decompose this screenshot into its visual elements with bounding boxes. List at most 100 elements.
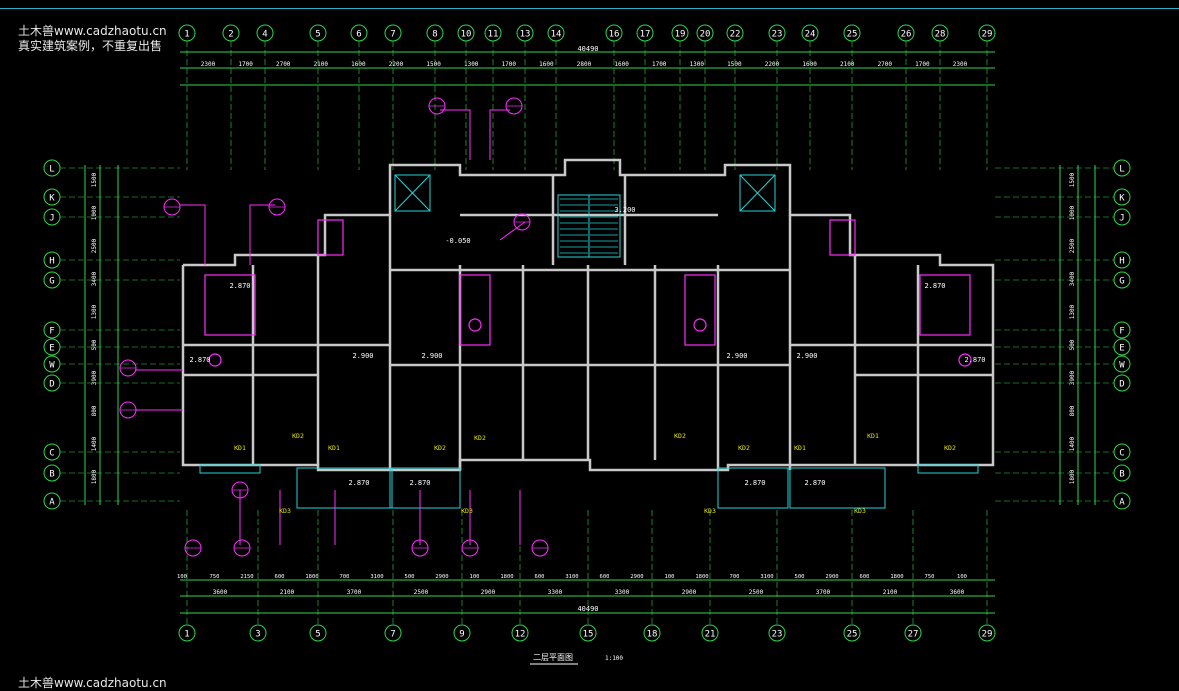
axis-label: D (1119, 380, 1124, 390)
elevation-mark: 3.200 (614, 206, 635, 214)
axis-label: 7 (390, 30, 395, 40)
dimension-value: 800 (91, 405, 98, 416)
elevation-mark: 2.870 (409, 479, 430, 487)
dimension-value: 3700 (347, 589, 362, 596)
axis-label: H (49, 257, 54, 267)
axis-label: C (49, 449, 54, 459)
axis-label: 24 (805, 30, 816, 40)
dimension-value: 2100 (883, 589, 898, 596)
central-stair (557, 194, 621, 258)
axis-label: 15 (583, 630, 594, 640)
dimension-value: 3400 (1069, 271, 1076, 286)
axis-label: G (1119, 277, 1124, 287)
dimension-value: 1500 (91, 172, 98, 187)
axis-label: 27 (908, 630, 919, 640)
dimension-value: 2500 (91, 238, 98, 253)
axis-label: B (1119, 470, 1124, 480)
window-tag: KD2 (738, 444, 750, 452)
window-tag: KD1 (234, 444, 246, 452)
dimension-value: 1000 (91, 205, 98, 220)
dimension-value: 1300 (464, 61, 479, 68)
dimension-value: 3900 (91, 370, 98, 385)
axis-label: 18 (647, 630, 658, 640)
dimension-value: 1700 (238, 61, 253, 68)
dimension-value: 1300 (1069, 304, 1076, 319)
window-tag: KD1 (867, 432, 879, 440)
right-dimension-chain (1059, 165, 1096, 505)
axis-label: 9 (459, 630, 464, 640)
window-tag: KD2 (474, 434, 486, 442)
axis-label: F (1119, 327, 1124, 337)
dimension-value: 1800 (91, 469, 98, 484)
dimension-value: 1400 (91, 436, 98, 451)
dimension-value: 2300 (201, 61, 216, 68)
axis-bubble (384, 624, 402, 642)
watermark-bottom: 土木兽www.cadzhaotu.cn (18, 676, 167, 690)
dimension-value: 1300 (91, 304, 98, 319)
dimension-value: 100 (957, 574, 967, 580)
dimension-value: 1800 (890, 574, 903, 580)
axis-label: 3 (255, 630, 260, 640)
axis-label: 14 (551, 30, 562, 40)
dimension-value: 1300 (690, 61, 705, 68)
axis-label: 21 (705, 630, 716, 640)
dimension-value: 2900 (630, 574, 643, 580)
dimension-value: 1000 (1069, 205, 1076, 220)
axis-label: K (49, 194, 55, 204)
axis-label: 8 (432, 30, 437, 40)
dimension-value: 2900 (481, 589, 496, 596)
stair-treads (560, 198, 618, 254)
elevation-mark: 2.870 (348, 479, 369, 487)
dimension-value: 2150 (240, 574, 253, 580)
axis-label: G (49, 277, 54, 287)
axis-label: 25 (847, 30, 858, 40)
window-tag: KD3 (854, 507, 866, 515)
window-tag: KD1 (328, 444, 340, 452)
dimension-value: 1400 (1069, 436, 1076, 451)
axis-label: 11 (488, 30, 499, 40)
axis-label: B (49, 470, 54, 480)
dimension-value: 500 (1069, 339, 1076, 350)
axis-label: 13 (520, 30, 531, 40)
axis-bubble (579, 624, 597, 642)
axis-label: F (49, 327, 54, 337)
axis-label: 1 (184, 30, 189, 40)
dimension-value: 800 (1069, 405, 1076, 416)
watermark-top: 土木兽www.cadzhaotu.cn (18, 24, 167, 38)
detail-leader-lines (135, 109, 526, 545)
dimension-value: 2500 (414, 589, 429, 596)
axis-bubble (249, 624, 267, 642)
axis-label: E (49, 344, 54, 354)
window-tag: KD1 (794, 444, 806, 452)
dimension-value: 1700 (652, 61, 667, 68)
dimension-value: 1600 (539, 61, 554, 68)
axis-label: A (49, 498, 55, 508)
sanitary-fixtures (204, 219, 972, 367)
dimension-value: 3100 (760, 574, 773, 580)
window-tag: KD2 (292, 432, 304, 440)
dimension-value: 1500 (727, 61, 742, 68)
dimension-value: 1700 (915, 61, 930, 68)
dimension-value: 3700 (816, 589, 831, 596)
dimension-value: 2300 (953, 61, 968, 68)
axis-label: 19 (675, 30, 686, 40)
building-walls (181, 158, 995, 472)
axis-label: 7 (390, 630, 395, 640)
axis-label: 6 (356, 30, 361, 40)
axis-label: A (1119, 498, 1125, 508)
dimension-value: 750 (210, 574, 220, 580)
dimension-value: 600 (535, 574, 545, 580)
balconies (199, 464, 979, 509)
elevator-shafts (394, 174, 776, 212)
dimension-value: 2900 (825, 574, 838, 580)
dimension-value: 1600 (614, 61, 629, 68)
axis-label: 25 (847, 630, 858, 640)
elevation-mark: 2.870 (924, 282, 945, 290)
